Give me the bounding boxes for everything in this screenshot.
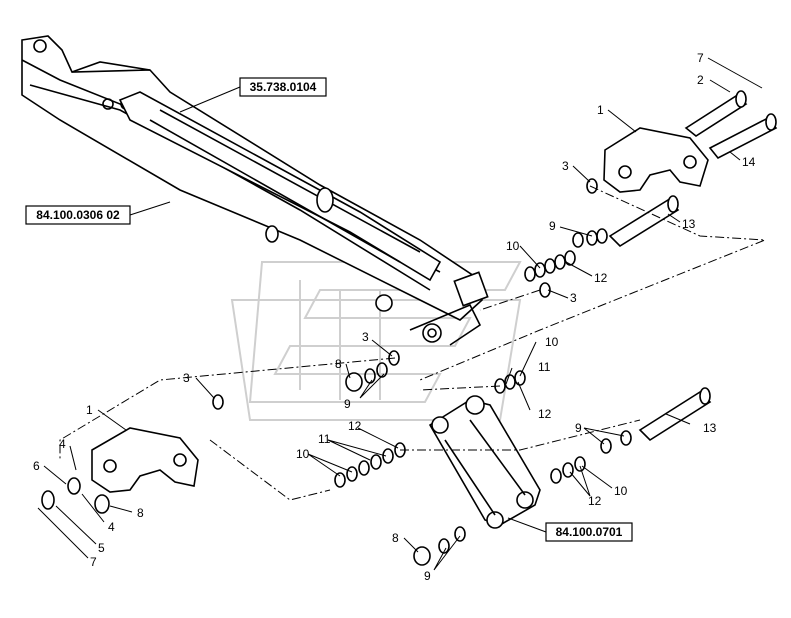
bracket-plate-lower [91, 427, 199, 493]
callout-9: 9 [424, 569, 431, 583]
callout-2: 2 [697, 73, 704, 87]
callout-13: 13 [682, 217, 696, 231]
callout-9: 9 [549, 219, 556, 233]
bushings-left [41, 477, 110, 514]
callout-10: 10 [296, 447, 310, 461]
pin-13-lower [638, 387, 712, 442]
ref-box-link[interactable]: 84.100.0701 [507, 517, 633, 542]
callout-12: 12 [538, 407, 552, 421]
callout-leaders [37, 57, 763, 571]
callout-8: 8 [137, 506, 144, 520]
callout-12: 12 [594, 271, 608, 285]
callout-11: 11 [318, 432, 331, 446]
callout-9: 9 [575, 421, 582, 435]
link-arm [428, 395, 541, 529]
callout-3: 3 [183, 371, 190, 385]
callout-1: 1 [597, 103, 604, 117]
callout-9: 9 [344, 397, 351, 411]
callout-10: 10 [506, 239, 520, 253]
ref-box-boom[interactable]: 84.100.0306 02 [25, 201, 171, 225]
pin-13-upper [608, 195, 680, 248]
callout-8: 8 [335, 357, 342, 371]
bracket-plate-upper [603, 127, 709, 193]
ref-label-link: 84.100.0701 [556, 525, 623, 539]
pin-14 [708, 113, 778, 160]
callout-14: 14 [742, 155, 756, 169]
callout-numbers: 7 2 1 14 3 13 9 10 12 3 3 8 9 10 11 12 3… [33, 51, 756, 583]
callout-8: 8 [392, 531, 399, 545]
assembly-center-lines [59, 185, 766, 501]
callout-7: 7 [90, 555, 97, 569]
callout-6: 6 [33, 459, 40, 473]
callout-3: 3 [570, 291, 577, 305]
callout-7: 7 [697, 51, 704, 65]
callout-12: 12 [348, 419, 362, 433]
callout-4: 4 [108, 520, 115, 534]
callout-5: 5 [98, 541, 105, 555]
washers-upper [524, 178, 608, 298]
callout-10: 10 [545, 335, 559, 349]
ref-label-boom: 84.100.0306 02 [36, 208, 120, 222]
callout-11: 11 [538, 360, 551, 374]
ref-box-cylinder[interactable]: 35.738.0104 [179, 77, 327, 113]
callout-12: 12 [588, 494, 602, 508]
callout-4: 4 [59, 437, 66, 451]
callout-13: 13 [703, 421, 717, 435]
callout-10: 10 [614, 484, 628, 498]
ref-label-cylinder: 35.738.0104 [250, 80, 317, 94]
callout-3: 3 [562, 159, 569, 173]
pin-2 [684, 90, 748, 137]
hydraulic-cylinder [118, 91, 489, 346]
callout-1: 1 [86, 403, 93, 417]
callout-3: 3 [362, 330, 369, 344]
